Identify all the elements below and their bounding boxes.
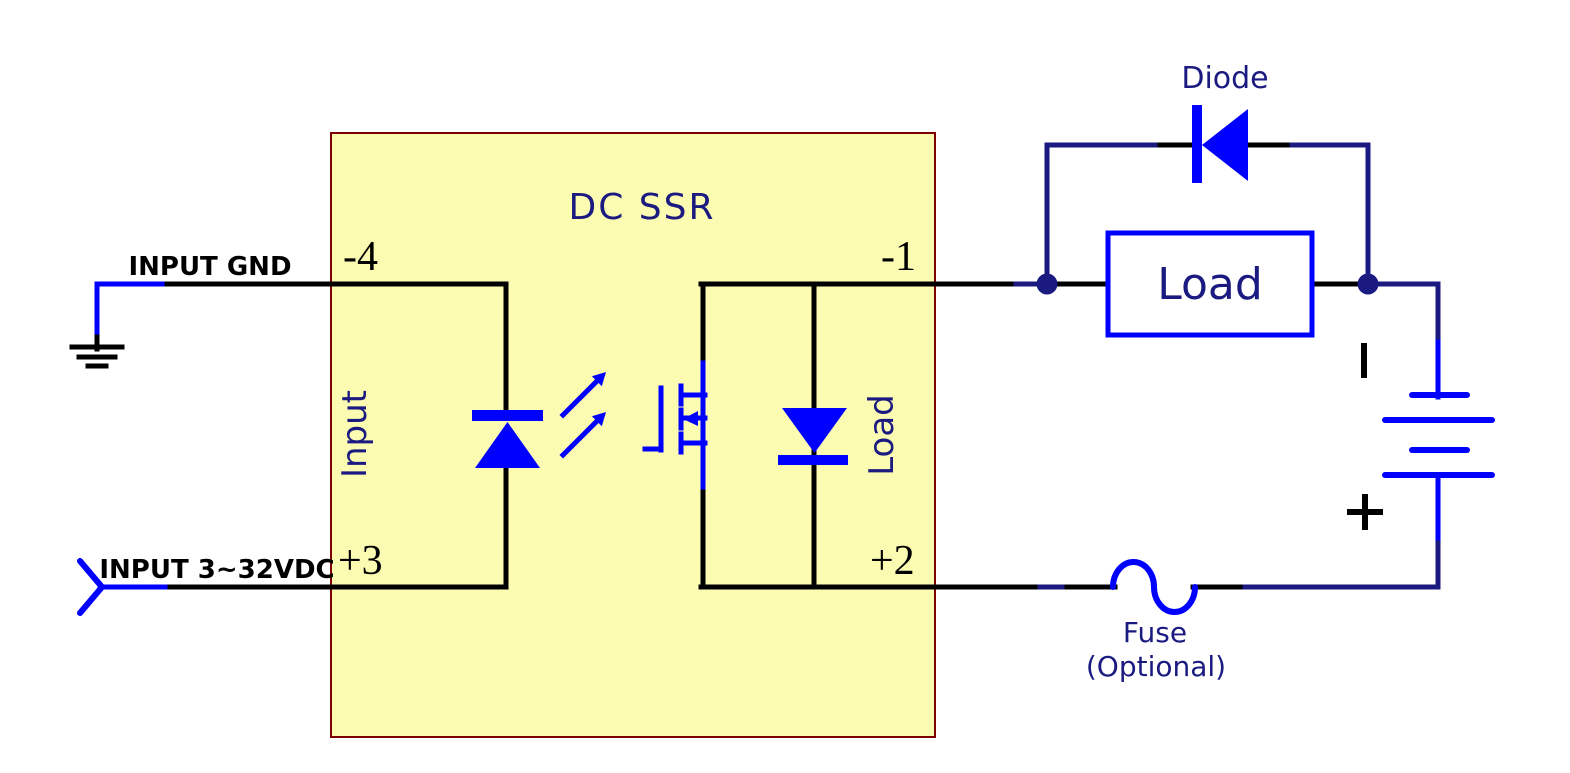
terminal-pos2-label: +2: [870, 538, 915, 584]
light-arrows-icon: [559, 372, 606, 459]
output-diode-icon: [778, 408, 848, 465]
battery-icon: [1347, 339, 1495, 541]
ssr-title: DC SSR: [568, 187, 715, 228]
terminal-neg4-label: -4: [343, 234, 378, 280]
junction-dot-right: [1357, 273, 1379, 295]
gnd-blue-wire: [94, 281, 165, 335]
fuse-icon: [1110, 559, 1198, 615]
flyback-diode-label: Diode: [1181, 61, 1268, 96]
flyback-diode-icon: [1192, 105, 1248, 183]
output-rail-wires: [698, 142, 1363, 590]
flyback-loop-wires: [1013, 142, 1441, 590]
terminal-neg1-label: -1: [881, 234, 916, 280]
junction-dot-left: [1036, 273, 1058, 295]
input-power-label: INPUT 3~32VDC: [99, 555, 334, 585]
ground-icon: [69, 344, 125, 369]
terminal-pos3-label: +3: [338, 538, 383, 584]
output-side-label: Load: [862, 394, 902, 476]
input-terminal-icon: [77, 558, 168, 616]
battery-minus-sign: [1361, 343, 1367, 378]
input-gnd-label: INPUT GND: [128, 252, 291, 282]
battery-plus-sign: [1347, 494, 1383, 530]
ssr-body-box: [330, 132, 936, 738]
input-side-label: Input: [335, 390, 375, 478]
fuse-note-label: (Optional): [1086, 650, 1226, 683]
load-box-label: Load: [1157, 259, 1263, 310]
fuse-label: Fuse: [1123, 616, 1187, 649]
load-box: [1105, 230, 1315, 338]
optocoupler-led-icon: [472, 410, 543, 468]
mosfet-icon: [642, 360, 708, 490]
